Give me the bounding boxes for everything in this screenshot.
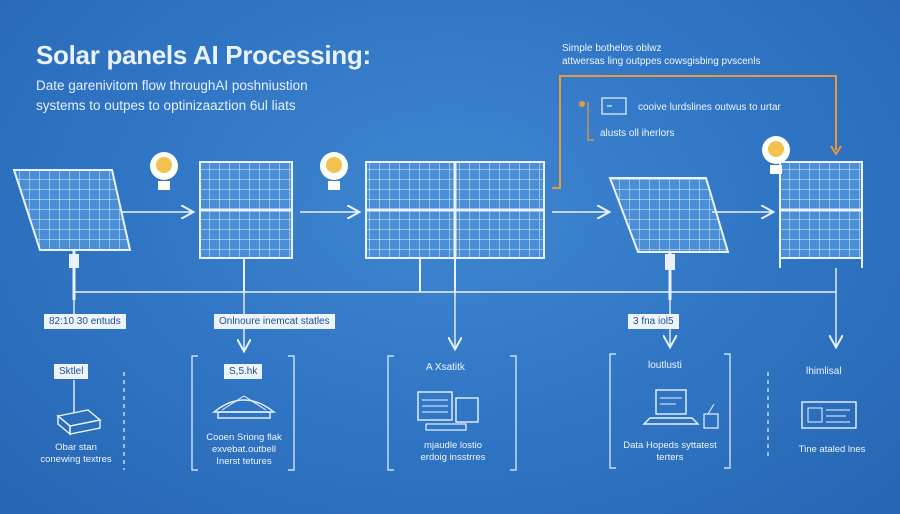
- caption-line: terters: [656, 452, 684, 463]
- stage-3-title: A Xsatitk: [426, 362, 465, 373]
- caption-line: mjaudle lostio: [423, 440, 483, 451]
- flow-label-3: 3 fna iol5: [628, 314, 679, 329]
- stage-5-title: lhimlisal: [806, 366, 842, 377]
- dashboard-monitor-icon: [801, 401, 857, 429]
- flow-label-2: Onlnoure inemcat statles: [214, 314, 335, 329]
- stage-3-caption: mjaudle lostio erdoig insstrres: [398, 440, 508, 464]
- caption-line: Cooen Sriong flak: [206, 432, 282, 443]
- caption-line: Obar stan: [55, 442, 97, 453]
- note-connector: [587, 102, 594, 141]
- solar-panel-3: [365, 161, 545, 292]
- solar-panel-2: [199, 161, 293, 292]
- stage-bracket: [387, 355, 517, 471]
- lightbulb-icon: [320, 152, 348, 190]
- top-note: Simple bothelos oblwz attwersas ling out…: [562, 42, 760, 68]
- caption-line: conewing textres: [40, 454, 112, 465]
- subtitle-line-1: Date garenivitom flow throughAI poshnius…: [36, 78, 308, 93]
- subtitle: Date garenivitom flow throughAI poshnius…: [36, 76, 308, 116]
- server-rack-icon: [56, 380, 102, 436]
- subtitle-line-2: systems to outpes to optinizaaztion 6ul …: [36, 98, 296, 113]
- stage-5-caption: Tine ataled lnes: [784, 444, 880, 456]
- top-note-line-2: attwersas ling outppes cowsgisbing pvsce…: [562, 56, 761, 67]
- computer-workstation-icon: [417, 391, 479, 431]
- caption-line: Inerst tetures: [216, 456, 272, 467]
- caption-line: exvebat.outbell: [212, 444, 276, 455]
- page-title: Solar panels AI Processing:: [36, 40, 371, 70]
- feedback-path: [552, 75, 837, 189]
- stage-1-title: Sktlel: [54, 364, 89, 379]
- note-icon: [601, 97, 627, 115]
- caption-line: Tine ataled lnes: [798, 444, 866, 455]
- solar-panel-5: [779, 161, 863, 268]
- mid-note-line-2: alusts oll iherlors: [600, 128, 675, 139]
- solar-panel-1: [12, 169, 132, 300]
- stage-bracket: [609, 353, 731, 469]
- stage-1-caption: Obar stan conewing textres: [34, 442, 118, 466]
- top-note-line-1: Simple bothelos oblwz: [562, 43, 662, 54]
- flow-label-1: 82:10 30 entuds: [44, 314, 126, 329]
- sensor-dome-icon: [212, 395, 276, 419]
- stage-bracket: [191, 355, 295, 471]
- lightbulb-icon: [762, 136, 790, 174]
- stage-2-title: S,5.hk: [224, 364, 263, 379]
- laptop-analytics-icon: [642, 389, 719, 429]
- solar-panel-4: [608, 177, 730, 300]
- stage-4-title: loutlusti: [648, 360, 682, 371]
- lightbulb-icon: [150, 152, 178, 190]
- orange-dot: [579, 101, 585, 107]
- caption-line: erdoig insstrres: [420, 452, 486, 463]
- caption-line: Data Hopeds syttatest: [623, 440, 717, 451]
- mid-note-line-1: cooive lurdslines outwus to urtar: [638, 102, 781, 113]
- stage-4-caption: Data Hopeds syttatest terters: [612, 440, 728, 464]
- stage-2-caption: Cooen Sriong flak exvebat.outbell Inerst…: [200, 432, 288, 468]
